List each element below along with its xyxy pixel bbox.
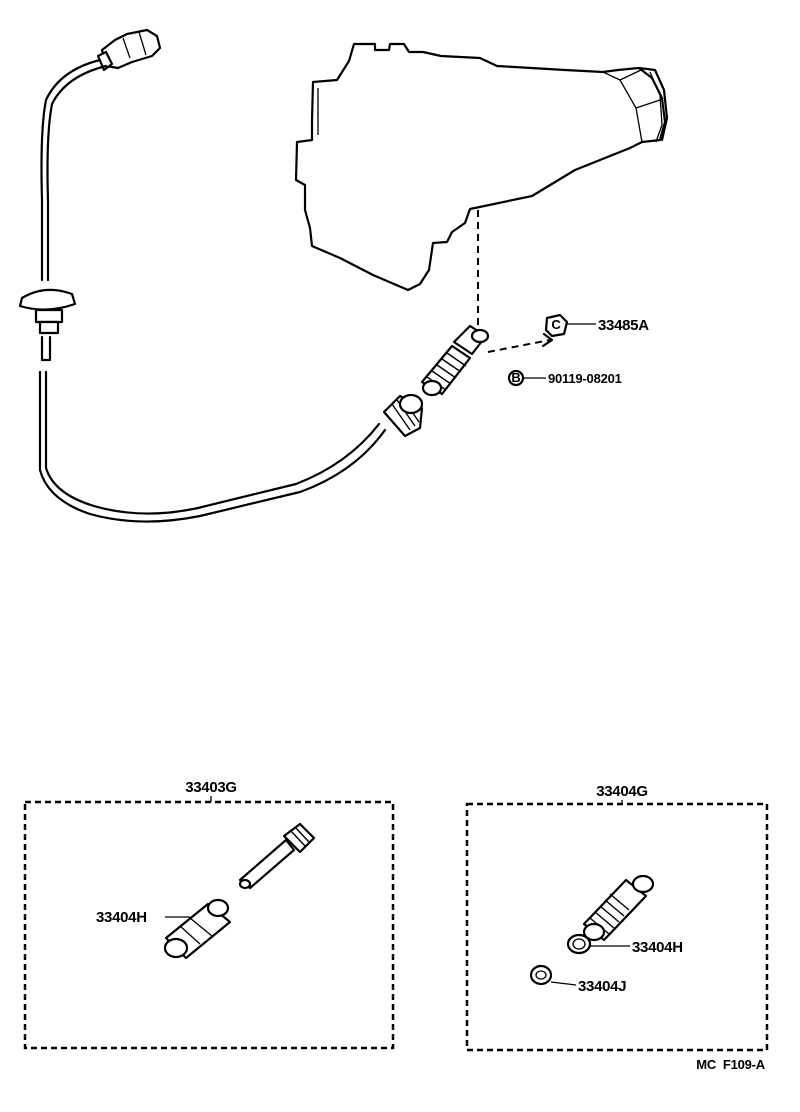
cable-grommet — [18, 288, 77, 335]
kit-box-33404G: 33404G 33404H 33404J — [465, 783, 769, 1052]
driven-gear-shaft — [238, 822, 316, 890]
figure-code: MC F109-A — [696, 1057, 766, 1072]
nut-callout: C 33485A — [544, 313, 650, 338]
bolt-symbol: B — [511, 370, 520, 385]
speedometer-cable-lower — [38, 370, 387, 523]
speedometer-driven-gear-sleeve — [420, 324, 490, 397]
part-number-90119-08201: 90119-08201 — [548, 371, 622, 386]
oil-seal — [529, 964, 553, 986]
part-number-33404H-right: 33404H — [632, 939, 683, 956]
part-number-33485A: 33485A — [598, 317, 649, 334]
kit-box-33403G: 33403G 33404H — [23, 779, 395, 1050]
part-number-33404J: 33404J — [578, 978, 626, 995]
driven-gear-sleeve-kit — [582, 874, 655, 942]
cable-end-nut — [382, 393, 424, 438]
bolt-callout: B 90119-08201 — [507, 369, 622, 387]
alignment-guide-diagonal — [487, 339, 551, 353]
electrical-connector — [96, 28, 162, 72]
part-number-33404H-left: 33404H — [96, 909, 147, 926]
transmission-extension-housing — [294, 42, 669, 292]
nut-symbol: C — [551, 317, 561, 332]
o-ring — [566, 933, 592, 955]
driven-gear-body — [163, 898, 232, 960]
kit-title-33403G: 33403G — [185, 779, 237, 796]
speedometer-cable-upper — [40, 58, 102, 282]
kit-title-33404G: 33404G — [596, 783, 648, 800]
